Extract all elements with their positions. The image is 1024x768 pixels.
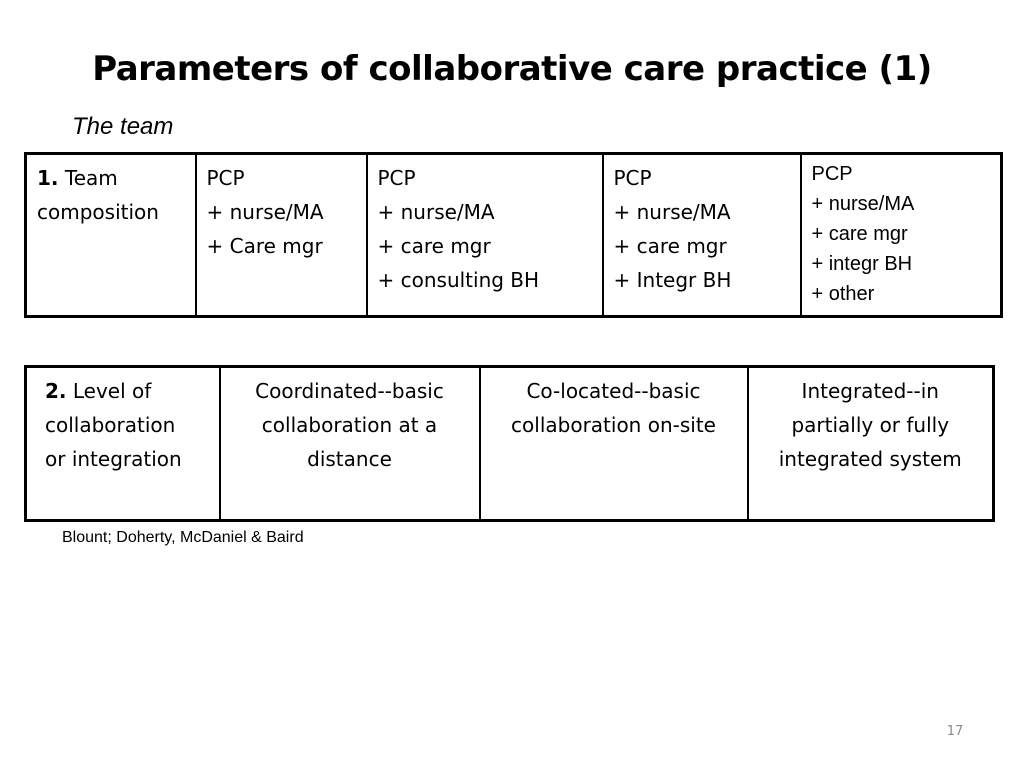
page-number: 17: [946, 724, 964, 739]
row-label: Team composition: [37, 166, 159, 224]
slide-title: Parameters of collaborative care practic…: [92, 49, 932, 89]
table-row: 2. Level of collaboration or integration…: [24, 365, 995, 522]
team-cell-3: PCP + nurse/MA + care mgr + Integr BH: [601, 152, 802, 318]
level-cell-coordinated: Coordinated--basic collaboration at a di…: [218, 365, 481, 522]
collaboration-level-header-cell: 2. Level of collaboration or integration: [24, 365, 221, 522]
level-cell-integrated: Integrated--in partially or fully integr…: [746, 365, 995, 522]
row-number: 1.: [37, 166, 59, 190]
row-number: 2.: [45, 379, 67, 403]
citation: Blount; Doherty, McDaniel & Baird: [62, 529, 304, 546]
team-cell-1: PCP + nurse/MA + Care mgr: [194, 152, 368, 318]
row-label: Level of collaboration or integration: [45, 379, 182, 471]
table-row: 1. Team composition PCP + nurse/MA + Car…: [24, 152, 1003, 318]
collaboration-level-table: 2. Level of collaboration or integration…: [24, 365, 995, 522]
slide-subtitle: The team: [72, 113, 174, 140]
team-cell-4: PCP + nurse/MA + care mgr + integr BH + …: [799, 152, 1003, 318]
team-cell-2: PCP + nurse/MA + care mgr + consulting B…: [365, 152, 604, 318]
level-cell-co-located: Co-located--basic collaboration on-site: [478, 365, 749, 522]
team-composition-table: 1. Team composition PCP + nurse/MA + Car…: [24, 152, 1003, 318]
team-composition-header-cell: 1. Team composition: [24, 152, 197, 318]
